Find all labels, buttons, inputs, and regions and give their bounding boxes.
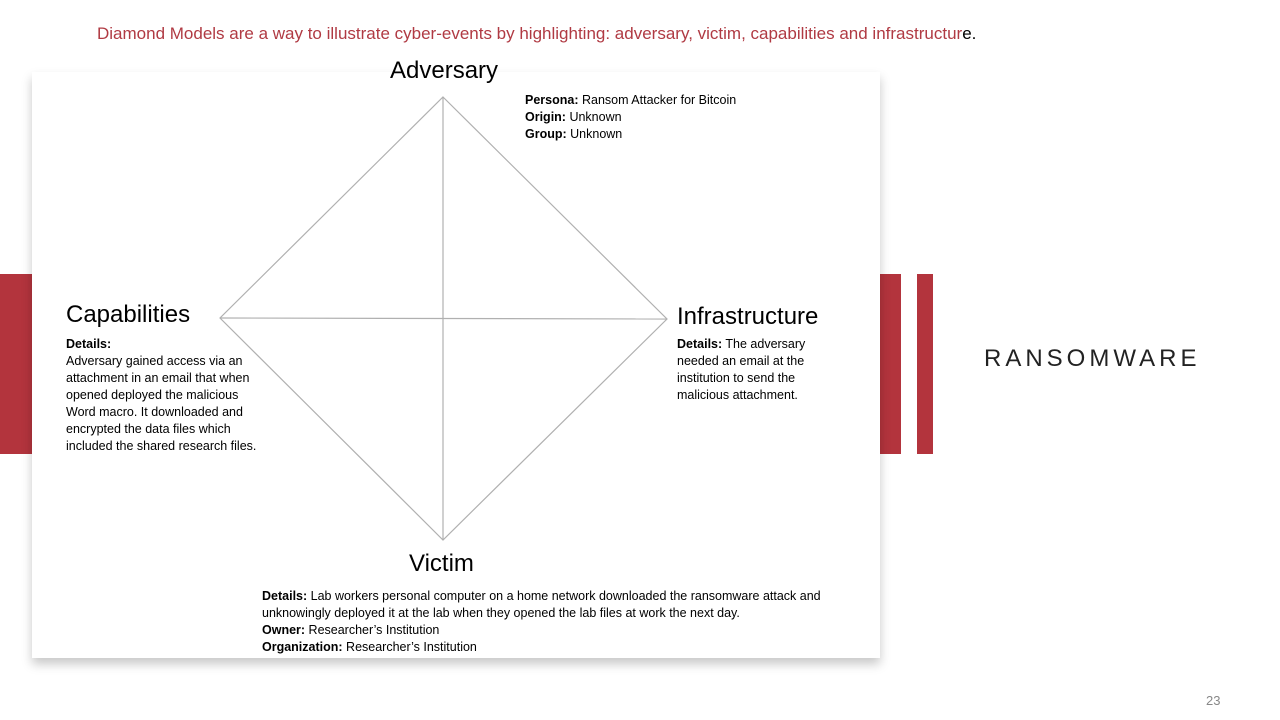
slide-headline: Diamond Models are a way to illustrate c… bbox=[97, 24, 976, 44]
group-value: Unknown bbox=[566, 127, 623, 141]
adversary-persona: Persona: Ransom Attacker for Bitcoin bbox=[525, 92, 785, 109]
victim-details: Details: Lab workers personal computer o… bbox=[262, 588, 862, 622]
diagram-panel bbox=[32, 72, 880, 658]
victim-owner: Owner: Researcher’s Institution bbox=[262, 622, 862, 639]
section-title: RANSOMWARE bbox=[984, 345, 1201, 372]
group-key: Group: bbox=[525, 127, 567, 141]
capabilities-label: Capabilities bbox=[66, 301, 191, 328]
origin-key: Origin: bbox=[525, 110, 566, 124]
infrastructure-label: Infrastructure bbox=[677, 303, 819, 330]
accent-bar-right-thin bbox=[917, 274, 933, 454]
adversary-origin: Origin: Unknown bbox=[525, 109, 785, 126]
accent-bar-right-wide bbox=[880, 274, 901, 454]
persona-key: Persona: bbox=[525, 93, 579, 107]
infrastructure-details-key: Details: bbox=[677, 337, 723, 351]
adversary-label: Adversary bbox=[390, 57, 499, 84]
page-number: 23 bbox=[1206, 693, 1221, 708]
origin-value: Unknown bbox=[565, 110, 622, 124]
capabilities-info: Details: Adversary gained access via an … bbox=[66, 336, 266, 455]
victim-label: Victim bbox=[409, 550, 474, 577]
victim-info: Details: Lab workers personal computer o… bbox=[262, 588, 862, 656]
headline-main: Diamond Models are a way to illustrate c… bbox=[97, 24, 963, 43]
owner-key: Owner: bbox=[262, 623, 306, 637]
victim-details-value: Lab workers personal computer on a home … bbox=[262, 589, 821, 620]
infrastructure-info: Details: The adversary needed an email a… bbox=[677, 336, 825, 404]
organization-value: Researcher’s Institution bbox=[342, 640, 477, 654]
organization-key: Organization: bbox=[262, 640, 343, 654]
infrastructure-details-value: The adversary needed an email at the ins… bbox=[677, 337, 806, 402]
owner-value: Researcher’s Institution bbox=[305, 623, 440, 637]
capabilities-details-key: Details: bbox=[66, 337, 112, 351]
victim-details-key: Details: bbox=[262, 589, 308, 603]
victim-organization: Organization: Researcher’s Institution bbox=[262, 639, 862, 656]
adversary-info: Persona: Ransom Attacker for Bitcoin Ori… bbox=[525, 92, 785, 143]
persona-value: Ransom Attacker for Bitcoin bbox=[578, 93, 737, 107]
accent-bar-left bbox=[0, 274, 33, 454]
capabilities-details-value: Adversary gained access via an attachmen… bbox=[66, 354, 257, 453]
headline-tail: e. bbox=[962, 24, 977, 43]
adversary-group: Group: Unknown bbox=[525, 126, 785, 143]
diamond-horizontal-axis bbox=[219, 317, 668, 320]
